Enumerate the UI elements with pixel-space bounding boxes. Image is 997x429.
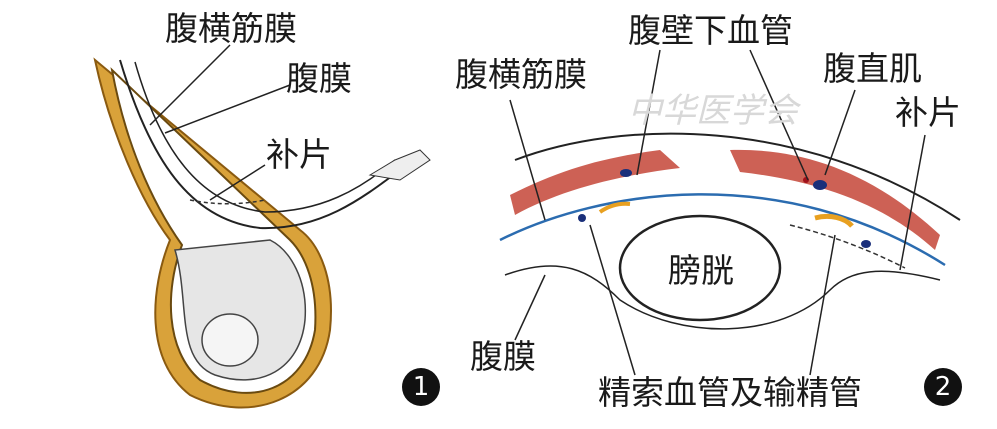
mesh-dashed2 — [789, 224, 906, 269]
artery-dot — [803, 177, 809, 183]
bladder — [618, 214, 782, 322]
fascia-line — [134, 61, 396, 213]
label-transversalis-fascia-2: 腹横筋膜 — [455, 55, 587, 94]
leader-line — [749, 49, 809, 181]
figure-number-2: 2 — [924, 368, 962, 406]
fascia-blue-line — [499, 193, 946, 267]
figure1-drawing — [93, 44, 431, 409]
leader-line — [149, 44, 231, 126]
leader-line — [209, 164, 266, 201]
leader-line — [164, 84, 291, 134]
mesh-dashed — [189, 199, 266, 205]
vessel-left — [620, 169, 632, 177]
rectus-muscle-left — [510, 150, 680, 215]
label-mesh-1: 补片 — [266, 135, 332, 174]
leader-line — [824, 89, 856, 176]
cord-vessel-right — [861, 240, 871, 248]
rectus-muscle-right — [730, 149, 940, 250]
label-transversalis-fascia-1: 腹横筋膜 — [165, 9, 297, 48]
leader-line — [509, 99, 546, 221]
label-bladder: 膀胱 — [668, 251, 734, 290]
leader-line — [636, 49, 661, 176]
vessel-right — [813, 180, 827, 190]
figure2-drawing — [499, 49, 961, 376]
leader-line — [899, 134, 926, 271]
leader-line — [809, 234, 836, 376]
cord-vessel-left — [578, 214, 586, 222]
label-peritoneum-2: 腹膜 — [470, 337, 536, 376]
label-peritoneum-1: 腹膜 — [286, 59, 352, 98]
cord-stump — [368, 149, 431, 181]
outer-skin-line — [514, 132, 961, 221]
leader-line — [514, 274, 546, 341]
figure-number-1: 1 — [402, 368, 440, 406]
vas-left — [598, 201, 631, 214]
peritoneum-line — [119, 59, 401, 230]
label-spermatic-vessels-vas: 精索血管及输精管 — [598, 373, 862, 412]
label-inferior-epigastric-vessels: 腹壁下血管 — [628, 11, 793, 50]
label-mesh-2: 补片 — [895, 93, 961, 132]
peritoneum-line2 — [504, 265, 941, 330]
leader-line — [589, 224, 636, 376]
testis — [201, 313, 259, 367]
watermark: 中华医学会 — [628, 91, 798, 131]
label-rectus-abdominis: 腹直肌 — [823, 49, 922, 88]
vas-right — [814, 213, 854, 228]
